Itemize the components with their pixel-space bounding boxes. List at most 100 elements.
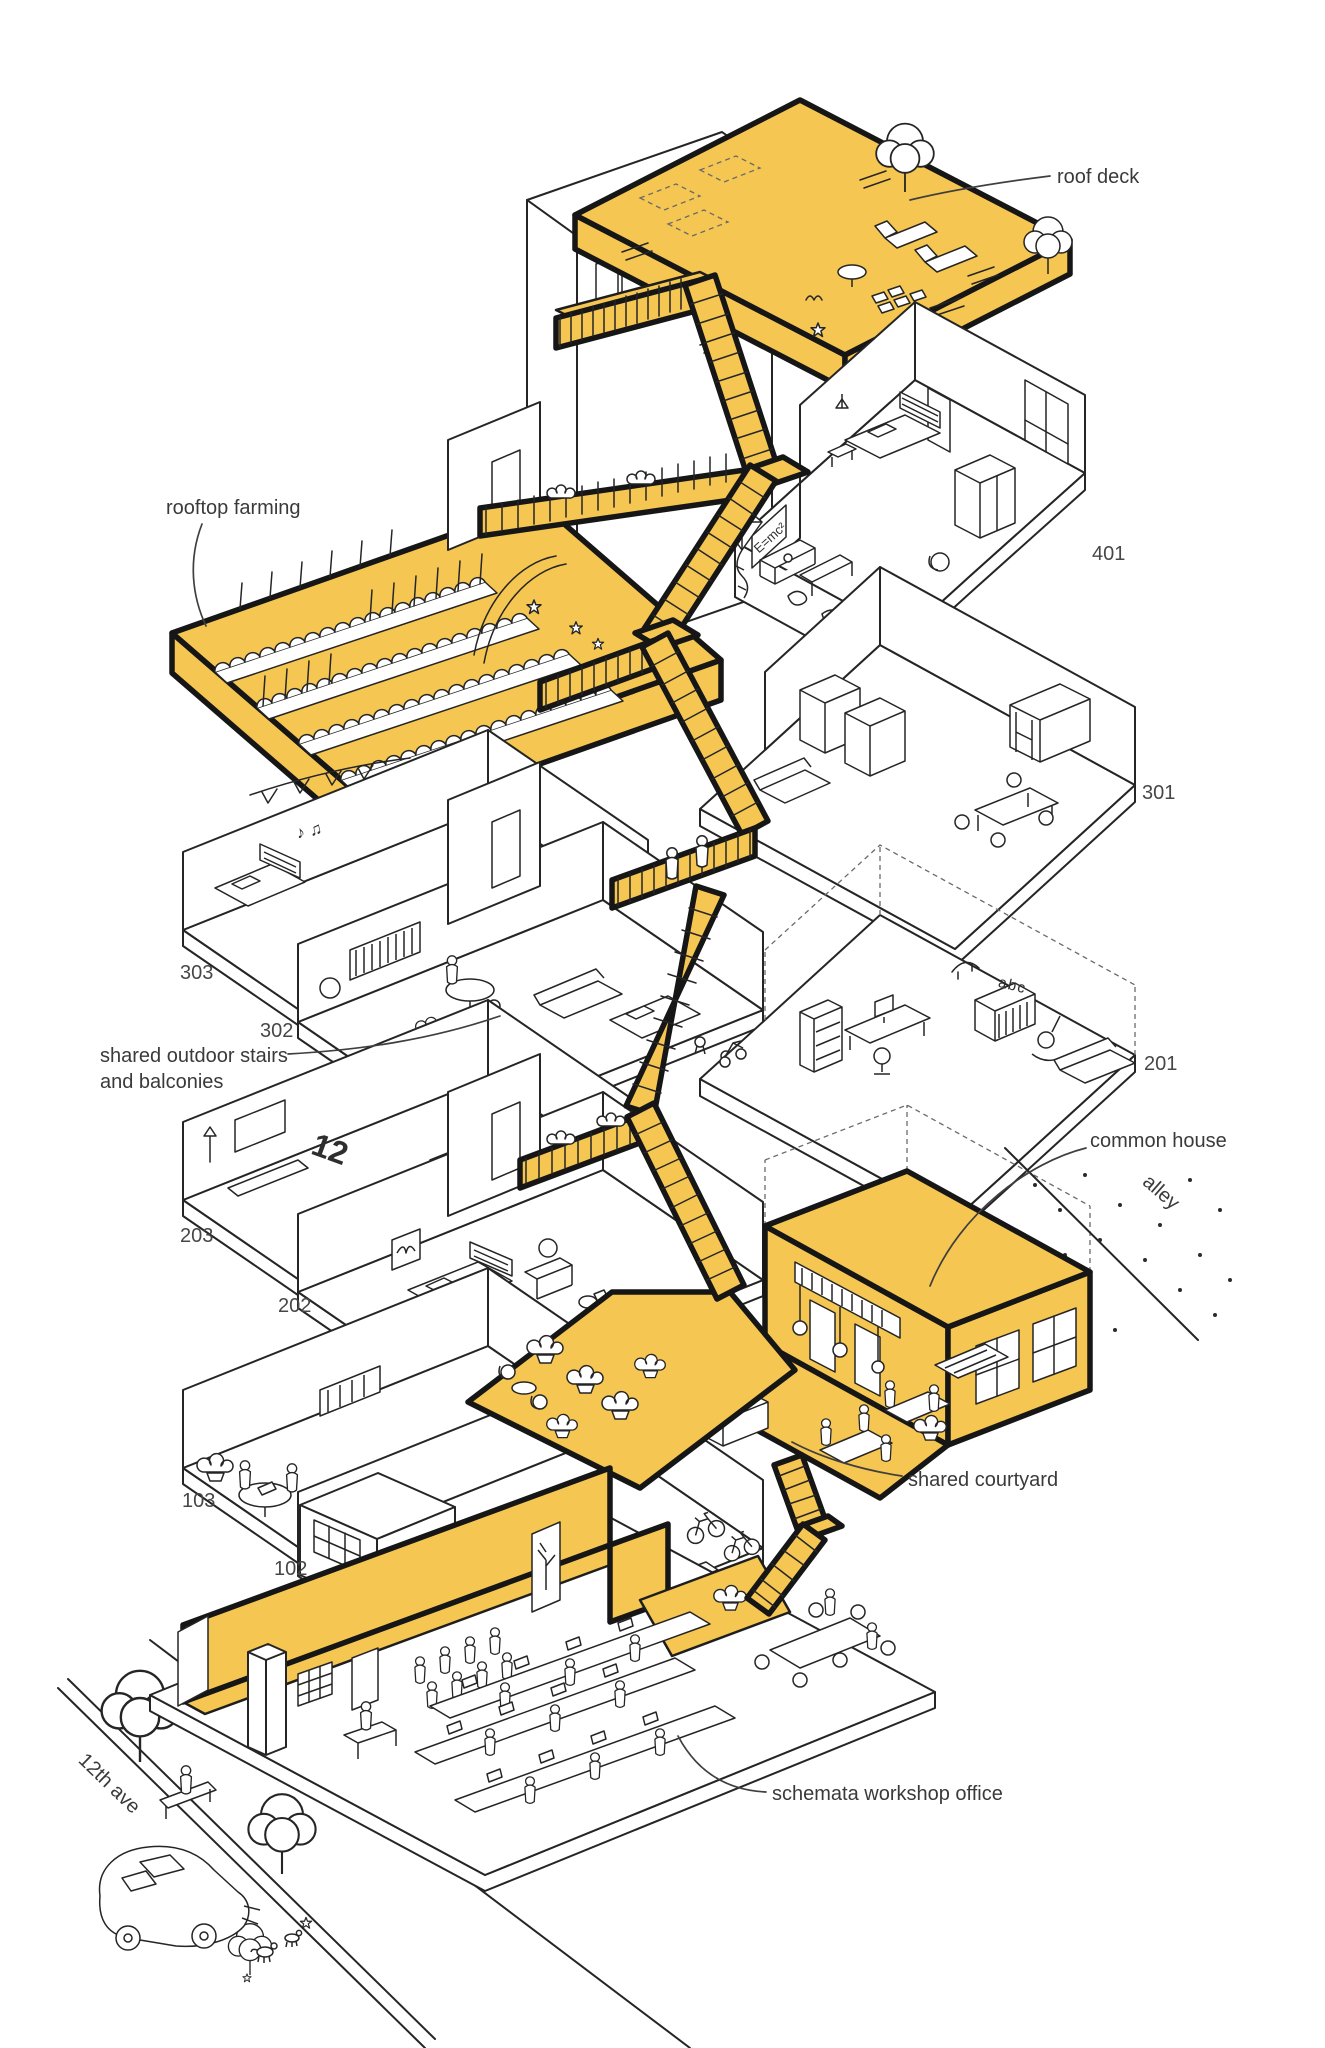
u103-shelf xyxy=(319,1365,381,1417)
skylight-outlines xyxy=(638,155,762,237)
shaft-door-2f xyxy=(491,809,521,889)
u303-banner xyxy=(249,757,411,804)
unit-401: E=mc² xyxy=(734,301,1086,691)
stair-flight-5-steps xyxy=(634,1121,736,1281)
u201-rocking-chair xyxy=(1031,1015,1063,1062)
u401-wardrobe xyxy=(954,454,1016,539)
stair-flight-3-steps xyxy=(651,651,759,817)
u401-window-mullions xyxy=(1024,391,1069,453)
unit-301 xyxy=(699,504,1136,967)
balcony-person-1 xyxy=(665,847,679,880)
stair-flight-6-steps xyxy=(778,1465,826,1531)
ch-doors xyxy=(809,1299,881,1397)
unit-number-303: 303 xyxy=(180,962,213,984)
slide xyxy=(473,555,567,664)
label-common-house: common house xyxy=(1090,1130,1227,1152)
car-doodle xyxy=(98,1845,261,1951)
u203-lamp xyxy=(203,1126,217,1163)
office-entry-door xyxy=(177,1615,209,1707)
leader-roof-deck xyxy=(909,175,1051,201)
leader-office xyxy=(677,1735,767,1793)
unit-number-103: 103 xyxy=(182,1490,215,1512)
balcony-2f xyxy=(609,825,758,911)
stair-flight-7 xyxy=(744,1521,828,1617)
office-picture-frame xyxy=(531,1521,561,1613)
ch-book-shelf xyxy=(794,1261,901,1339)
ch-window-1-mullions xyxy=(975,1337,1020,1397)
music-notes: ♪ ♫ xyxy=(294,819,323,843)
office-cabinet xyxy=(247,1643,287,1756)
balcony-301-slats xyxy=(545,644,643,709)
hopscotch xyxy=(871,285,927,314)
label-stairs-line2: and balconies xyxy=(100,1071,223,1093)
stair-flight-7-steps xyxy=(752,1534,818,1608)
curb-line-inner xyxy=(67,1678,436,2040)
unit-number-203: 203 xyxy=(180,1225,213,1247)
u302-bed xyxy=(609,995,701,1039)
lounge-chairs xyxy=(837,220,978,287)
ch-rug xyxy=(934,1343,1009,1379)
u401-blackboard xyxy=(751,504,787,569)
u401-armchair xyxy=(928,552,950,572)
animal-doodles xyxy=(242,1916,313,1983)
ch-pendant-lamps xyxy=(792,1285,885,1374)
u302-mirror xyxy=(319,977,341,999)
u301-closets xyxy=(799,674,906,777)
leader-rooftop-farming xyxy=(192,523,207,627)
workshop-office xyxy=(149,1465,936,1892)
u201-crib xyxy=(974,982,1036,1042)
shared-stairs xyxy=(477,270,845,1617)
ch-window-2-mullions xyxy=(1032,1315,1077,1375)
u202-vanity xyxy=(524,1238,573,1300)
balcony-1f-slats xyxy=(525,1113,644,1185)
street-tree-2 xyxy=(247,1793,317,1876)
label-rooftop-farming: rooftop farming xyxy=(166,497,301,519)
trellis-stakes xyxy=(239,529,483,707)
courtyard-chairs xyxy=(498,1364,548,1410)
shaft-door-1f xyxy=(491,1101,521,1181)
leader-stairs xyxy=(287,1015,501,1055)
u201-bookshelf xyxy=(799,999,843,1073)
u202-picture-frame xyxy=(391,1228,421,1271)
walkway-railing-slats xyxy=(559,278,682,348)
unit-number-401: 401 xyxy=(1092,543,1125,565)
u201-mobile xyxy=(951,961,980,980)
unit-number-202: 202 xyxy=(278,1295,311,1317)
office-lectern xyxy=(343,1701,397,1759)
balcony-person-2 xyxy=(695,835,709,868)
u301-bunk-bed xyxy=(1009,683,1091,763)
leader-courtyard xyxy=(791,1441,903,1477)
u203-tv xyxy=(234,1099,286,1153)
curb-line-outer xyxy=(57,1687,426,2048)
label-office: schemata workshop office xyxy=(772,1783,1003,1805)
u201-sofa xyxy=(1053,1037,1136,1084)
label-stairs-line1: shared outdoor stairs xyxy=(100,1045,288,1067)
leader-common-house xyxy=(929,1147,1087,1287)
u301-dining-table xyxy=(954,772,1059,848)
u401-nightstand-lamp xyxy=(827,394,857,467)
u103-table-group xyxy=(238,1460,299,1517)
u203-console xyxy=(227,1159,309,1197)
office-desk-row-2 xyxy=(414,1657,696,1765)
unit-number-201: 201 xyxy=(1144,1053,1177,1075)
label-roof-deck: roof deck xyxy=(1057,166,1140,188)
bench-with-person xyxy=(159,1765,217,1819)
u302-record-shelf xyxy=(349,921,421,981)
stair-flight-1-steps xyxy=(690,293,773,460)
u301-sofa xyxy=(753,757,831,804)
u401-bed xyxy=(844,391,941,459)
u201-walker-toy xyxy=(719,1040,747,1068)
alley-line xyxy=(1004,1147,1199,1341)
stair-flight-4-steps xyxy=(632,907,718,1094)
u401-kitchen xyxy=(759,539,853,596)
unit-number-301: 301 xyxy=(1142,782,1175,804)
label-alley: alley xyxy=(1138,1171,1183,1215)
office-pigeonholes xyxy=(297,1661,333,1707)
u303-bed xyxy=(214,843,306,907)
unit-number-302: 302 xyxy=(260,1020,293,1042)
label-shared-courtyard: shared courtyard xyxy=(908,1469,1058,1491)
nursery-letters: abc xyxy=(996,974,1028,997)
stair-shaft-walls xyxy=(447,401,541,1217)
